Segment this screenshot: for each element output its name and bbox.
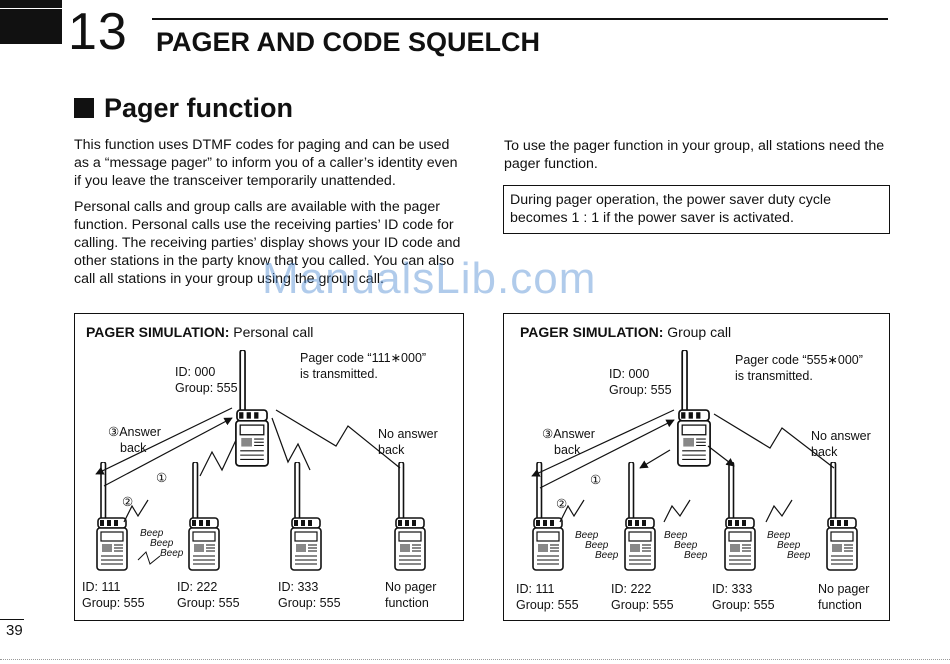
group-no-pager-station-label-2: function	[818, 598, 862, 612]
group-beep-222-1: Beep	[664, 530, 688, 541]
group-link-arrow-333	[707, 445, 735, 467]
watermark: ManualsLib.com	[262, 254, 597, 303]
signal-zigzag-no-pager	[275, 409, 401, 469]
group-beep-333-1: Beep	[767, 530, 791, 541]
beep-text-2: Beep	[150, 538, 174, 549]
group-beep-333-3: Beep	[787, 550, 811, 561]
beep-text-3: Beep	[160, 548, 184, 559]
group-station-111-id: ID: 111	[516, 582, 554, 596]
group-signal-zigzag-333	[765, 499, 793, 523]
answer-back-label: ③Answer	[108, 425, 161, 439]
group-beep-333-2: Beep	[777, 540, 801, 551]
page-out-arrow	[103, 417, 233, 487]
caller-radio-icon	[235, 350, 269, 467]
group-step-1-marker: ①	[590, 473, 601, 487]
group-answer-back-label-2: back	[554, 443, 581, 457]
group-station-333-radio-icon	[724, 462, 756, 571]
no-pager-station-label: No pager	[385, 580, 436, 594]
station-333-group: Group: 555	[278, 596, 341, 610]
personal-call-panel	[74, 313, 464, 621]
group-call-panel-title: PAGER SIMULATION: Group call	[520, 324, 732, 340]
chapter-tab-marker	[0, 0, 62, 44]
chapter-title: PAGER AND CODE SQUELCH	[156, 27, 541, 57]
answer-back-arrow	[95, 407, 233, 475]
personal-call-panel-title: PAGER SIMULATION: Personal call	[86, 324, 314, 340]
pager-code-transmitted-label: is transmitted.	[300, 367, 378, 381]
caller-id-label: ID: 000	[175, 365, 215, 379]
pager-code-label: Pager code “111∗000”	[300, 351, 426, 365]
step-1-marker: ①	[156, 471, 167, 485]
power-saver-note-text: During pager operation, the power saver …	[510, 192, 831, 226]
group-requirement-paragraph: To use the pager function in your group,…	[504, 138, 885, 172]
group-station-222-group: Group: 555	[611, 598, 674, 612]
group-caller-radio-icon	[677, 350, 711, 467]
group-answer-back-arrow	[531, 409, 675, 477]
group-station-333-group: Group: 555	[712, 598, 775, 612]
step-2-marker: ②	[122, 495, 133, 509]
signal-zigzag-222	[199, 439, 237, 477]
group-step-2-marker: ②	[556, 497, 567, 511]
group-signal-zigzag-111	[559, 499, 585, 523]
no-answer-label-2: back	[378, 443, 405, 457]
group-signal-zigzag-222	[663, 499, 691, 523]
chapter-rule	[152, 18, 888, 20]
no-answer-label: No answer	[378, 427, 438, 441]
station-222-id: ID: 222	[177, 580, 217, 594]
station-111-radio-icon	[96, 462, 128, 571]
beep-wave-icon	[137, 551, 161, 565]
group-station-111-group: Group: 555	[516, 598, 579, 612]
group-no-answer-label: No answer	[811, 429, 871, 443]
group-station-333-id: ID: 333	[712, 582, 752, 596]
bottom-edge-dots	[0, 659, 950, 662]
group-pager-code-transmitted-label: is transmitted.	[735, 369, 813, 383]
group-caller-id-label: ID: 000	[609, 367, 649, 381]
signal-zigzag-333	[271, 417, 311, 471]
personal-group-paragraph: Personal calls and group calls are avail…	[74, 199, 461, 287]
section-bullet-icon	[74, 98, 94, 118]
power-saver-note: During pager operation, the power saver …	[503, 185, 890, 234]
group-pager-code-label: Pager code “555∗000”	[735, 353, 863, 367]
group-link-arrow-222	[639, 449, 671, 469]
group-no-answer-label-2: back	[811, 445, 838, 459]
answer-back-label-2: back	[120, 441, 147, 455]
caller-group-label: Group: 555	[175, 381, 238, 395]
personal-call-diagram: ID: 000 Group: 555 Pager code “111∗000” …	[82, 350, 438, 610]
group-beep-222-2: Beep	[674, 540, 698, 551]
group-beep-222-3: Beep	[684, 550, 708, 561]
group-station-222-id: ID: 222	[611, 582, 651, 596]
group-station-222-radio-icon	[624, 462, 656, 571]
station-111-group: Group: 555	[82, 596, 145, 610]
group-call-diagram: ID: 000 Group: 555 Pager code “555∗000” …	[516, 350, 871, 612]
group-page-out-arrow	[539, 419, 675, 489]
station-222-radio-icon	[188, 462, 220, 571]
signal-zigzag-111	[123, 499, 149, 523]
chapter-number: 13	[68, 3, 128, 61]
section-title: Pager function	[104, 93, 294, 123]
beep-text-1: Beep	[140, 528, 164, 539]
group-beep-111-1: Beep	[575, 530, 599, 541]
intro-paragraph: This function uses DTMF codes for paging…	[74, 137, 458, 189]
group-beep-111-3: Beep	[595, 550, 619, 561]
page-number-rule	[0, 619, 24, 620]
station-111-id: ID: 111	[82, 580, 120, 594]
group-call-panel	[503, 313, 890, 621]
group-no-pager-station-label: No pager	[818, 582, 869, 596]
group-caller-group-label: Group: 555	[609, 383, 672, 397]
station-333-id: ID: 333	[278, 580, 318, 594]
group-beep-111-2: Beep	[585, 540, 609, 551]
page-number: 39	[6, 622, 23, 639]
station-222-group: Group: 555	[177, 596, 240, 610]
group-answer-back-label: ③Answer	[542, 427, 595, 441]
no-pager-station-label-2: function	[385, 596, 429, 610]
group-no-pager-radio-icon	[826, 462, 858, 571]
group-signal-zigzag-no-pager	[713, 413, 835, 469]
no-pager-radio-icon	[394, 462, 426, 571]
station-333-radio-icon	[290, 462, 322, 571]
